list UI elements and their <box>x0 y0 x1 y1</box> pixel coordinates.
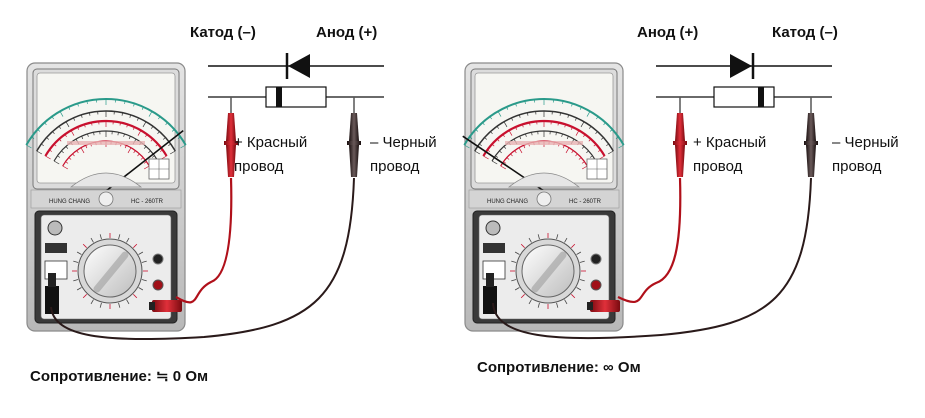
right-ohm-adjust-knob <box>486 221 500 235</box>
right-red-wire <box>618 178 680 302</box>
right-plus-terminal <box>591 280 601 290</box>
right-diode-body <box>714 87 774 107</box>
right-red-probe-handle <box>675 145 685 177</box>
right-black-probe-neck <box>806 113 816 141</box>
right-diode-band <box>758 87 764 107</box>
right-cathode-label: Катод (–) <box>772 24 838 41</box>
left-ohm-adjust-knob <box>48 221 62 235</box>
left-zero-adjust-icon <box>99 192 113 206</box>
left-resistance-label: Сопротивление: ≒ 0 Ом <box>30 367 208 385</box>
right-black-probe-label: – Черный провод <box>832 131 899 179</box>
right-red-probe-guard <box>673 141 687 145</box>
left-plus-terminal <box>153 280 163 290</box>
left-red-probe-label: + Красный провод <box>234 131 307 179</box>
left-com-plug-tip <box>48 273 56 287</box>
left-cathode-label: Катод (–) <box>190 24 256 41</box>
left-diode-group <box>208 53 384 107</box>
right-red-probe-label: + Красный провод <box>693 131 766 179</box>
right-red-probe <box>673 97 687 177</box>
left-multimeter: HUNG CHANG HC - 260TR <box>26 63 185 331</box>
left-anode-label: Анод (+) <box>316 24 377 41</box>
right-bu-ad7-socket <box>483 243 505 253</box>
left-black-probe-neck <box>349 113 359 141</box>
right-mirror-band <box>505 141 583 145</box>
right-brand-text: HUNG CHANG <box>487 199 528 205</box>
right-model-text: HC - 260TR <box>569 199 602 205</box>
left-red-plug-collar <box>149 302 155 310</box>
right-diode-triangle <box>730 54 752 78</box>
left-red-plug <box>152 300 182 312</box>
right-diode-group <box>656 53 832 107</box>
right-black-probe <box>804 97 818 177</box>
left-black-probe <box>347 97 361 177</box>
left-brand-text: HUNG CHANG <box>49 199 90 205</box>
right-resistance-label: Сопротивление: ∞ Ом <box>477 359 641 376</box>
right-com-plug-tip <box>486 273 494 287</box>
right-multimeter: HUNG CHANG HC - 260TR <box>463 63 624 331</box>
left-bu-ad7-socket <box>45 243 67 253</box>
left-mirror-band <box>67 141 145 145</box>
left-diode-triangle <box>288 54 310 78</box>
left-model-text: HC - 260TR <box>131 199 164 205</box>
left-diode-band <box>276 87 282 107</box>
right-red-plug <box>590 300 620 312</box>
left-black-probe-guard <box>347 141 361 145</box>
right-red-probe-neck <box>675 113 685 141</box>
right-red-plug-collar <box>587 302 593 310</box>
left-black-probe-handle <box>349 145 359 177</box>
right-anode-label: Анод (+) <box>637 24 698 41</box>
right-10a-terminal <box>591 254 601 264</box>
left-10a-terminal <box>153 254 163 264</box>
right-black-probe-guard <box>804 141 818 145</box>
right-black-probe-handle <box>806 145 816 177</box>
left-black-probe-label: – Черный провод <box>370 131 437 179</box>
right-zero-adjust-icon <box>537 192 551 206</box>
left-diode-body <box>266 87 326 107</box>
